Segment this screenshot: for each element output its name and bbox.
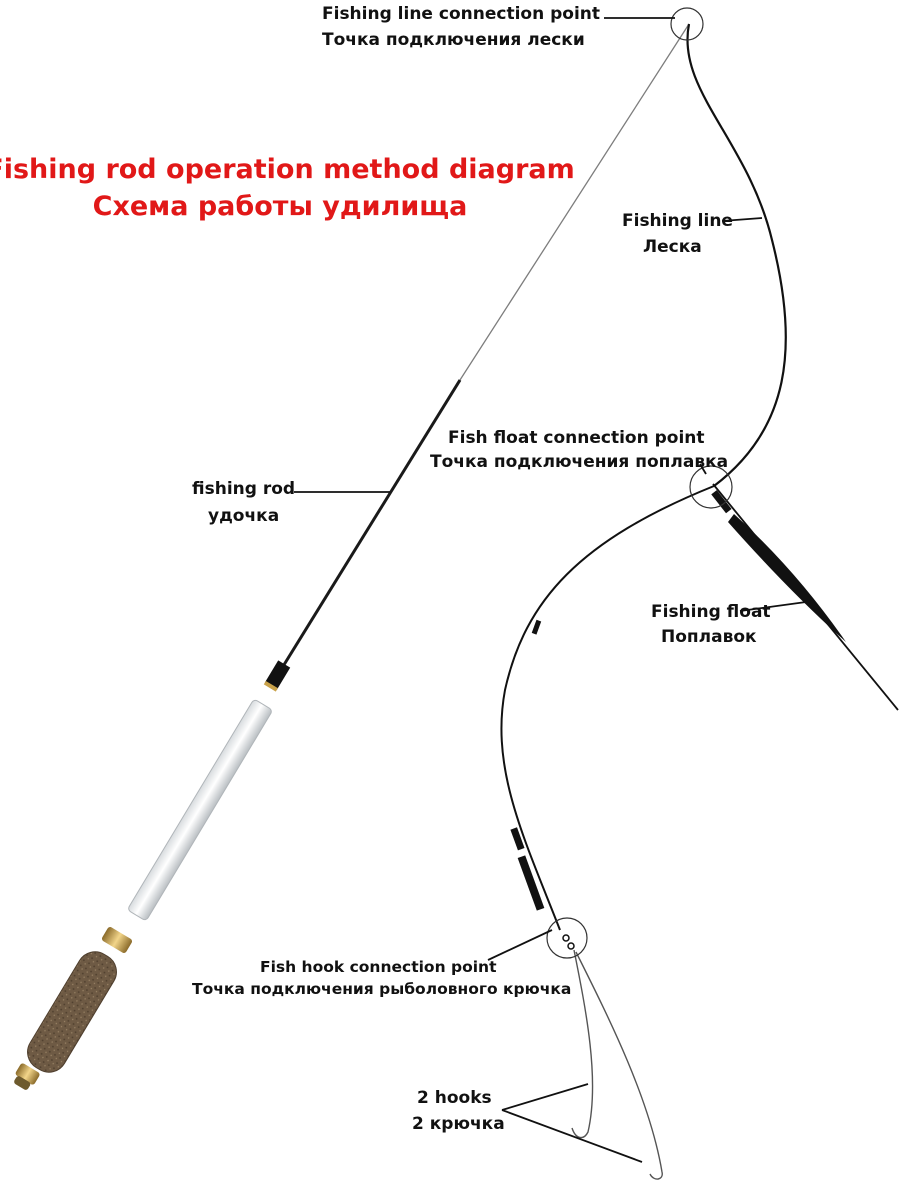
label-fishing-float-ru: Поплавок bbox=[661, 627, 757, 647]
rod-ferrule bbox=[263, 660, 291, 692]
rod-butt-cap bbox=[14, 1063, 40, 1090]
label-fishing-rod-en: fishing rod bbox=[192, 479, 295, 499]
diagram-subtitle: Схема работы удилища bbox=[93, 191, 468, 222]
fishing-line-lower bbox=[500, 485, 715, 931]
fishing-rod bbox=[14, 23, 690, 1090]
leader-float-connection bbox=[699, 463, 707, 475]
label-float-connection-en: Fish float connection point bbox=[448, 428, 705, 448]
label-fishing-line-en: Fishing line bbox=[622, 211, 733, 231]
leader-fishing-line bbox=[721, 217, 763, 222]
hook-connection-circle bbox=[546, 917, 588, 959]
leader-hook-2 bbox=[501, 1109, 643, 1163]
label-fishing-rod-ru: удочка bbox=[208, 506, 279, 526]
fishing-float bbox=[711, 483, 899, 711]
label-hook-connection-en: Fish hook connection point bbox=[260, 958, 497, 976]
label-line-connection-ru: Точка подключения лески bbox=[322, 30, 585, 50]
rod-middle-section bbox=[280, 379, 462, 669]
line-stoppers bbox=[510, 619, 545, 911]
diagram-title: Fishing rod operation method diagram bbox=[0, 154, 575, 185]
label-line-connection-en: Fishing line connection point bbox=[322, 4, 600, 24]
label-hook-connection-ru: Точка подключения рыболовного крючка bbox=[192, 980, 571, 998]
rod-white-section bbox=[128, 699, 272, 921]
line-connection-circle bbox=[670, 7, 704, 41]
label-hooks-ru: 2 крючка bbox=[412, 1114, 505, 1134]
leader-fishing-float bbox=[739, 601, 807, 612]
leader-hook-1 bbox=[501, 1083, 589, 1111]
fishing-line-upper bbox=[686, 23, 787, 487]
rod-gold-ring bbox=[101, 927, 133, 953]
hook-rig bbox=[562, 934, 663, 1180]
cork-grip bbox=[27, 951, 117, 1073]
label-fishing-line-ru: Леска bbox=[643, 237, 702, 257]
leader-hook-connection bbox=[487, 929, 553, 961]
label-float-connection-ru: Точка подключения поплавка bbox=[430, 452, 728, 472]
swivel bbox=[562, 934, 570, 942]
rod-tip bbox=[459, 23, 690, 381]
label-hooks-en: 2 hooks bbox=[417, 1088, 492, 1108]
label-fishing-float-en: Fishing float bbox=[651, 602, 771, 622]
float-connection-circle bbox=[689, 465, 733, 509]
